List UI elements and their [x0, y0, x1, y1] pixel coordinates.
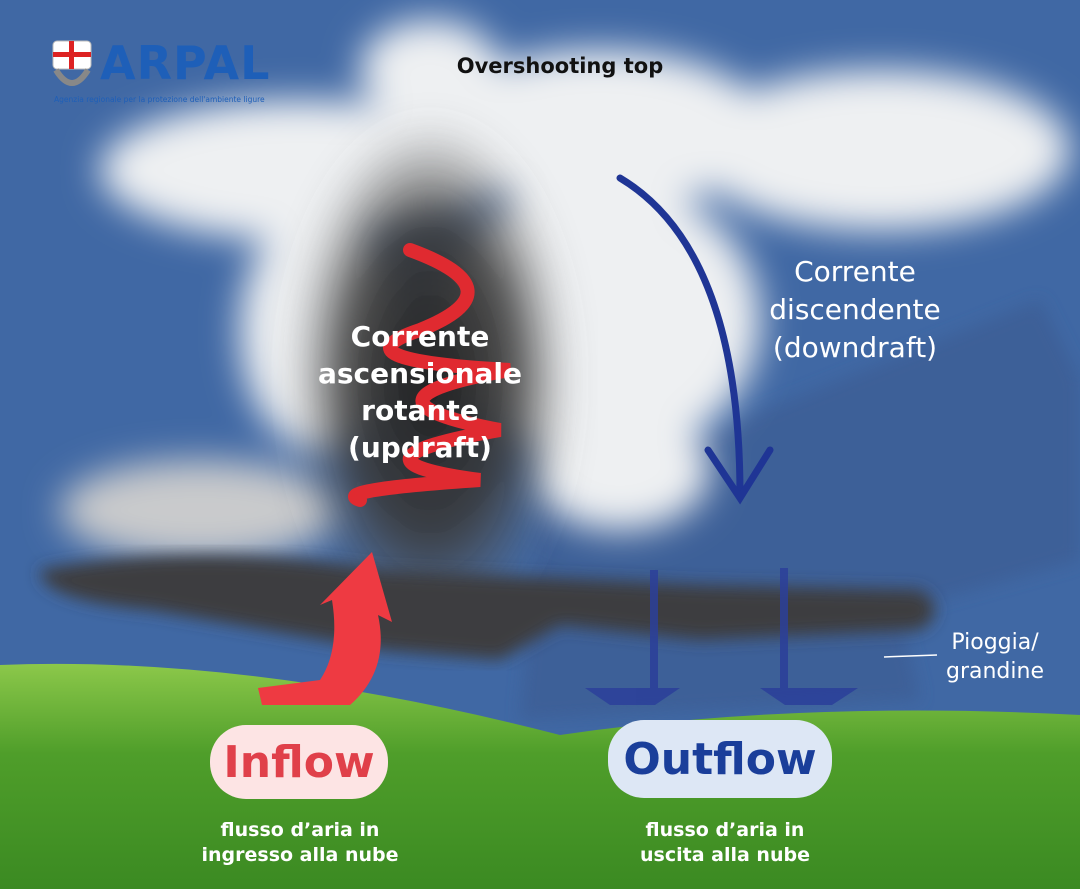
inflow-description-line: ingresso alla nube	[201, 844, 399, 866]
outflow-arrow-icon	[585, 568, 858, 705]
updraft-label: Corrente ascensionale rotante (updraft)	[300, 318, 540, 466]
updraft-spiral-icon	[348, 243, 512, 507]
updraft-line: Corrente	[350, 320, 490, 353]
inflow-arrow-icon	[258, 552, 392, 705]
logo-name: ARPAL	[100, 36, 271, 90]
overshooting-top-label: Overshooting top	[456, 54, 664, 78]
precipitation-line: Pioggia/	[951, 630, 1039, 655]
downdraft-label: Corrente discendente (downdraft)	[735, 253, 975, 367]
logo-subtitle: Agenzia regionale per la protezione dell…	[54, 95, 265, 104]
downdraft-line: (downdraft)	[772, 331, 938, 364]
cloud-core	[290, 120, 570, 640]
outflow-description-line: flusso d’aria in	[645, 819, 805, 841]
outflow-description-line: uscita alla nube	[640, 844, 810, 866]
updraft-line: (updraft)	[348, 431, 492, 464]
arpal-logo-icon	[52, 40, 92, 86]
precipitation-label: Pioggia/ grandine	[930, 628, 1060, 686]
outflow-badge: Outflow	[608, 720, 832, 798]
precipitation-line: grandine	[946, 659, 1044, 684]
inflow-description: flusso d’aria in ingresso alla nube	[170, 818, 430, 868]
downdraft-line: Corrente	[794, 255, 916, 288]
updraft-line: rotante	[361, 394, 479, 427]
downdraft-line: discendente	[769, 293, 941, 326]
precipitation-pointer	[883, 654, 938, 658]
grass-field	[0, 663, 1080, 889]
inflow-badge: Inflow	[210, 725, 388, 799]
updraft-line: ascensionale	[318, 357, 522, 390]
inflow-description-line: flusso d’aria in	[220, 819, 380, 841]
outflow-description: flusso d’aria in uscita alla nube	[595, 818, 855, 868]
cloud-base	[40, 555, 935, 660]
downdraft-arrow-icon	[616, 174, 774, 505]
